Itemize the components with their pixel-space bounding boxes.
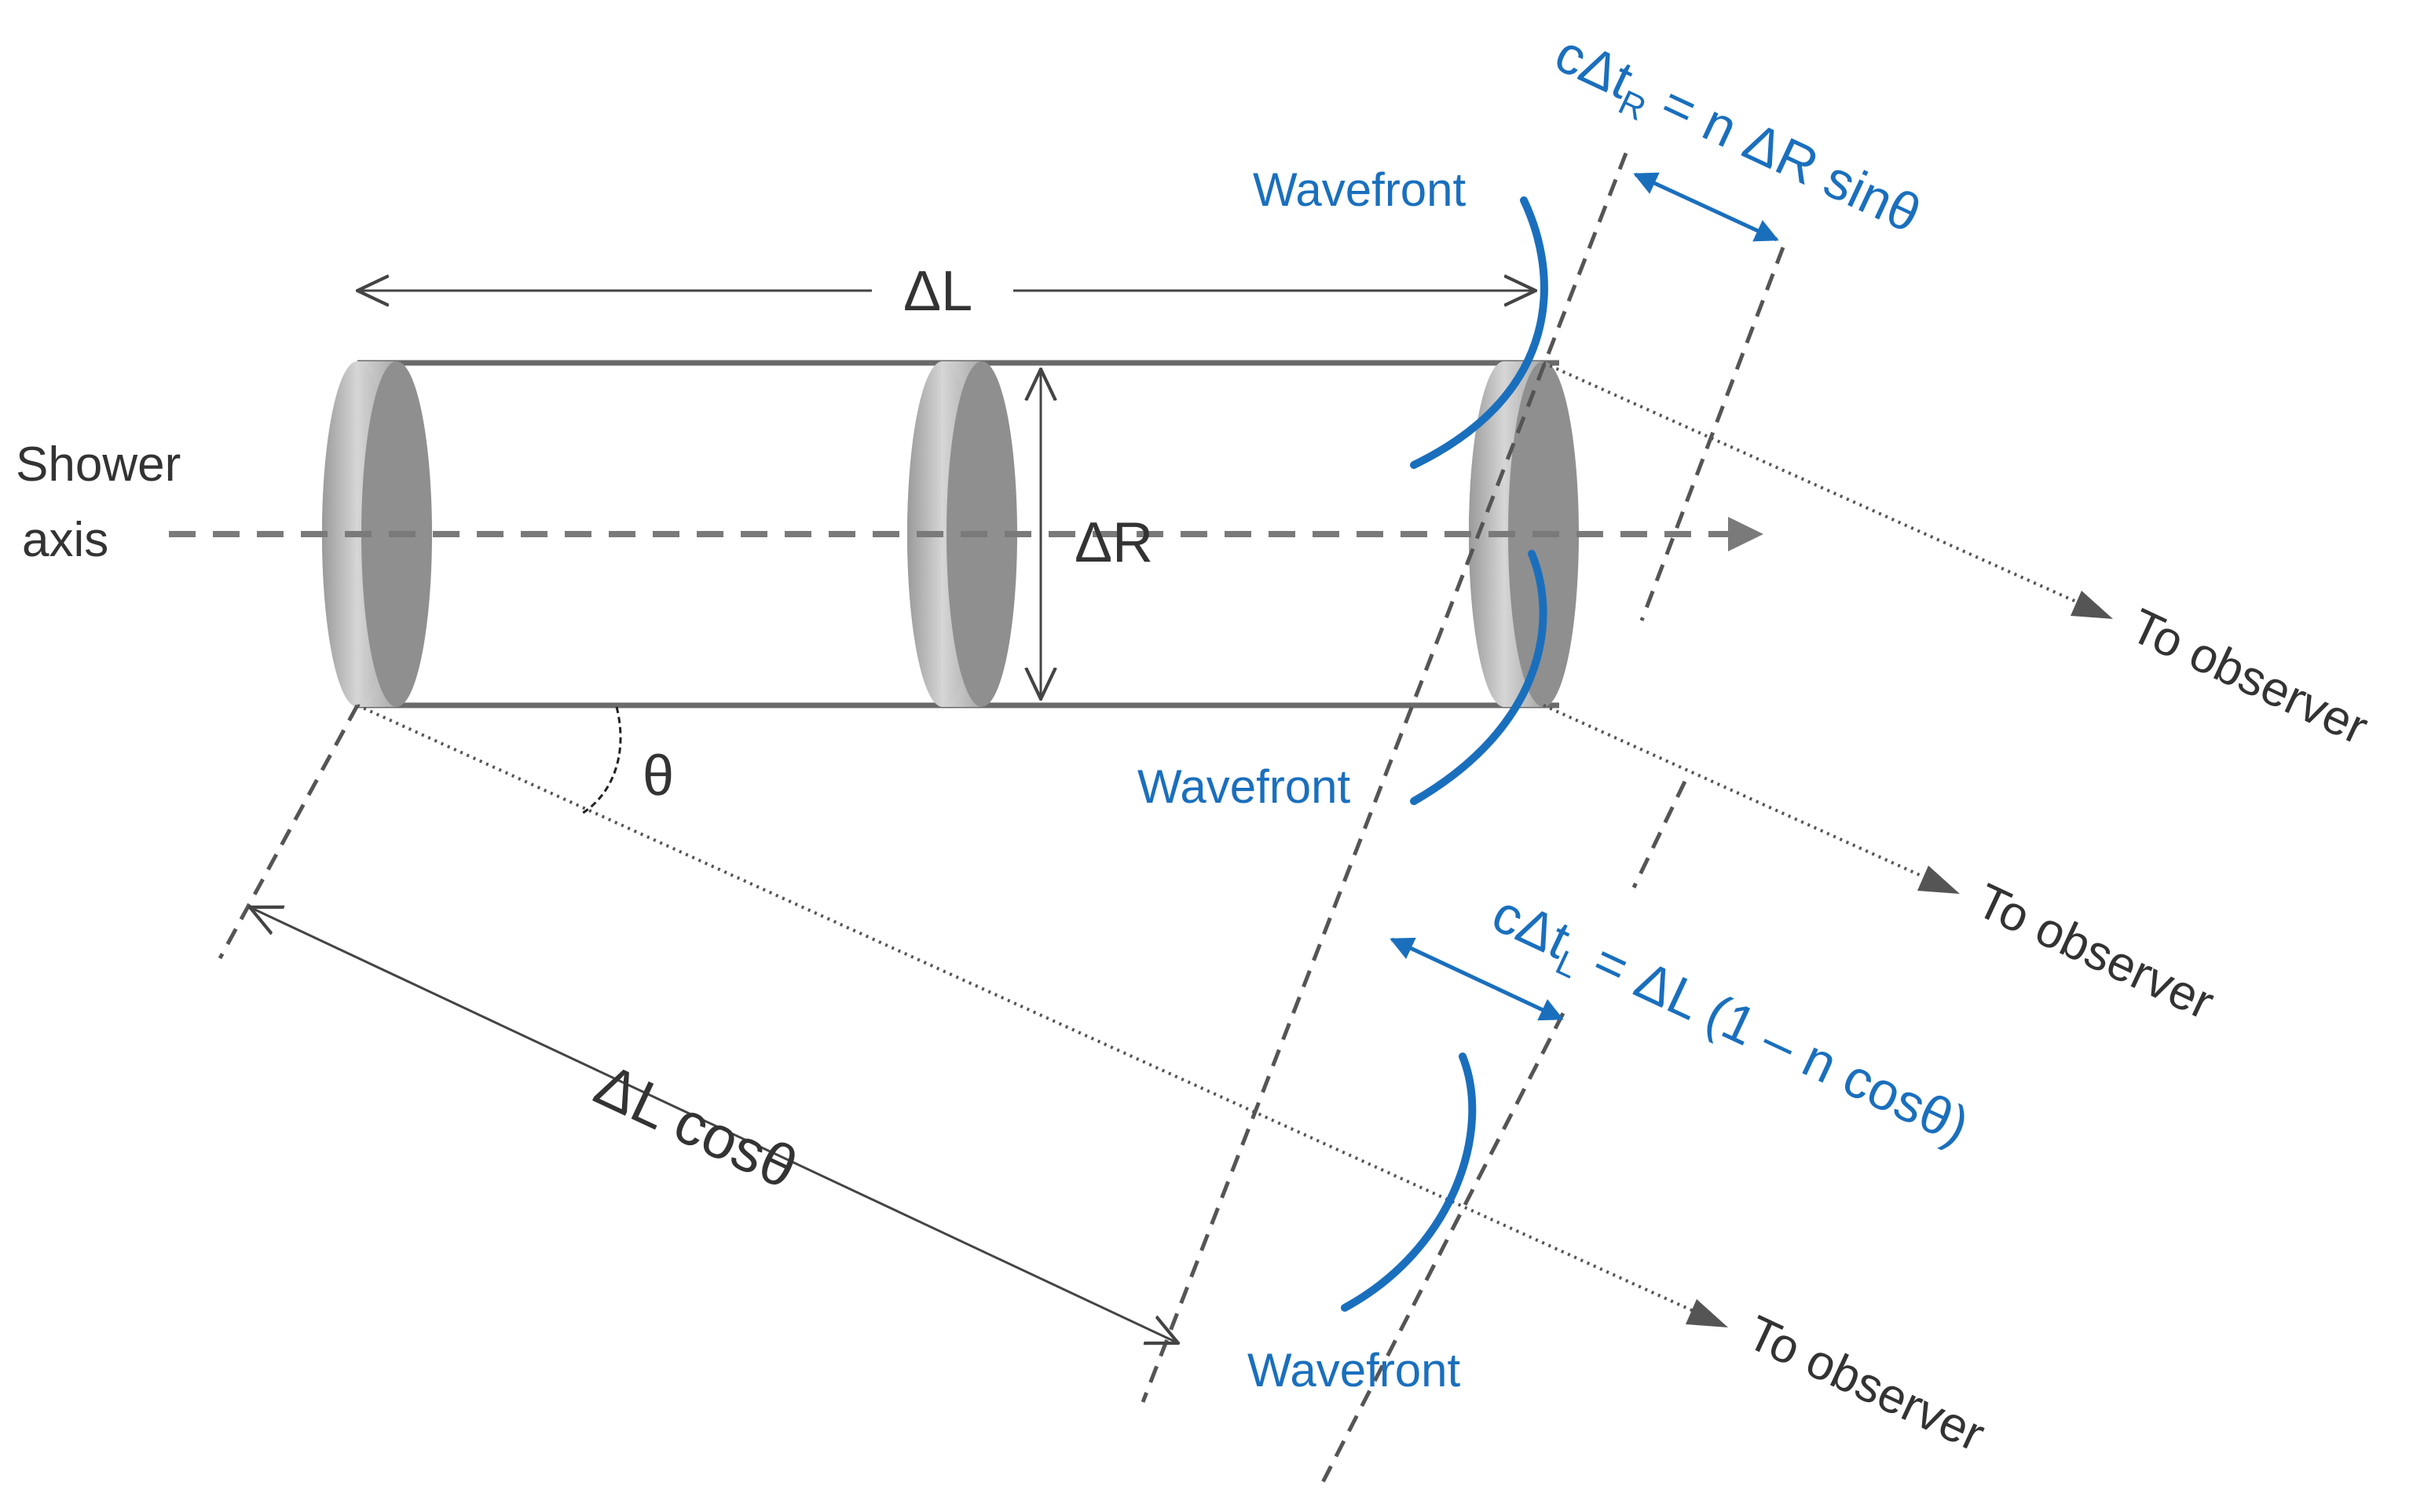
- plane-upper-right: [1639, 247, 1785, 621]
- cylinder: [322, 360, 1579, 708]
- ray-bottom: [357, 704, 1713, 1321]
- ray-top-arrowhead: [2071, 591, 2113, 619]
- delta-L-cos-arrow: [250, 907, 1178, 1343]
- theta-label: θ: [643, 745, 674, 807]
- wavefront-planes: [218, 152, 1785, 1490]
- delta-L-cos-label: ΔL cosθ: [585, 1051, 807, 1202]
- plane-main: [1141, 152, 1628, 1403]
- ray-bottom-arrowhead: [1686, 1299, 1728, 1327]
- to-observer-label-2: To observer: [1968, 873, 2222, 1030]
- observer-rays: [357, 361, 2113, 1327]
- equation-dt-L: cΔtL = ΔL (1 – n cosθ): [1480, 884, 1978, 1164]
- delta-L-label: ΔL: [903, 260, 972, 323]
- plane-lower-right: [1317, 1012, 1565, 1490]
- theta-arc: [582, 706, 622, 815]
- ray-middle: [1543, 704, 1945, 888]
- ray-top: [1543, 361, 2098, 613]
- to-observer-label-3: To observer: [1739, 1305, 1993, 1462]
- equation-dt-R-suffix: = n ΔR sinθ: [1639, 67, 1930, 244]
- ray-middle-arrowhead: [1917, 866, 1960, 894]
- plane-mid-right: [1631, 780, 1687, 889]
- wavefront-arcs: [1341, 196, 1548, 1312]
- plane-left: [218, 704, 360, 960]
- to-observer-label-1: To observer: [2122, 599, 2376, 755]
- wavefront-arc-middle: [1410, 550, 1547, 805]
- wavefront-label-bottom: Wavefront: [1247, 1344, 1461, 1397]
- wavefront-label-top: Wavefront: [1253, 163, 1466, 216]
- wavefront-arc-top: [1410, 196, 1548, 469]
- wavefront-arc-bottom: [1341, 1053, 1477, 1312]
- dt-R-arrow: [1633, 172, 1779, 242]
- delta-R-label: ΔR: [1075, 511, 1153, 574]
- shower-axis-arrowhead: [1728, 517, 1763, 551]
- shower-axis-label-line2: axis: [22, 513, 108, 567]
- wavefront-label-middle: Wavefront: [1137, 760, 1351, 813]
- equation-dt-L-suffix: = ΔL (1 – n cosθ): [1571, 924, 1978, 1156]
- dt-L-arrow: [1390, 937, 1564, 1021]
- shower-axis-label-line1: Shower: [16, 437, 181, 492]
